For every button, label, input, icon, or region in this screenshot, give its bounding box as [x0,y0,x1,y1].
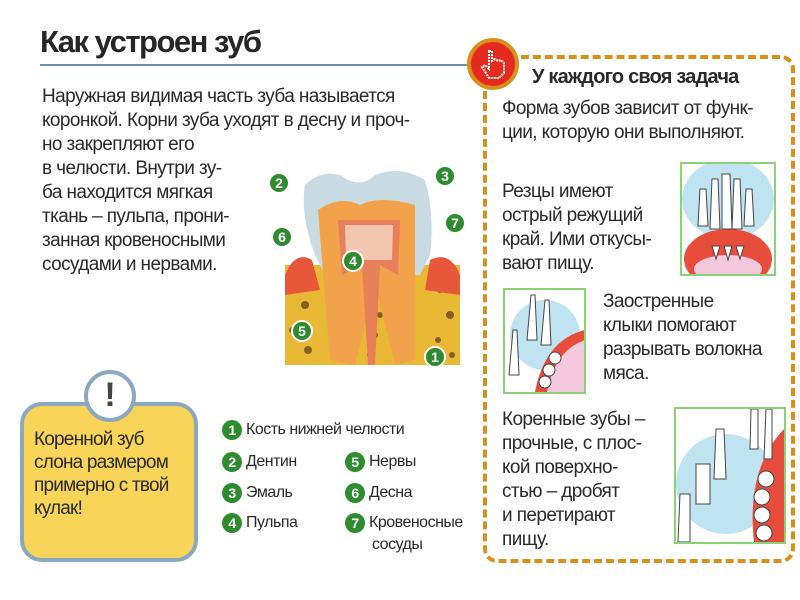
molars-illustration [674,407,786,544]
legend-label: Нервы [369,453,416,471]
fact-line: примерно с твой [34,475,169,496]
intro-line: в челюсти. Внутри зу- [42,158,222,179]
canines-text: клыки помогают [603,315,737,336]
callout-7: 7 [444,212,466,234]
molars-text: и перетирают [502,505,616,526]
callout-4: 4 [342,250,364,272]
molars-text: Коренные зубы – [502,409,645,430]
canines-text: разрывать волокна [603,339,762,360]
legend-number: 3 [222,483,242,503]
intro-line: коронкой. Корни зуба уходят в десну и пр… [42,110,410,131]
molars-text: кой поверхно- [502,457,618,478]
intro-line: Наружная видимая часть зуба называется [42,86,395,107]
intro-line: занная кровеносными [42,230,226,251]
fact-line: слона размером [34,452,169,473]
legend-number: 4 [222,513,242,533]
legend-number: 2 [222,452,242,472]
callout-6: 6 [271,226,293,248]
intro-line: но закрепляют его [42,134,195,155]
intro-line: ткань – пульпа, прони- [42,206,230,227]
sidebar-heading: У каждого своя задача [532,66,739,88]
fact-line: Коренной зуб [34,429,145,450]
fact-box [20,402,198,562]
molars-text: прочные, с плос- [502,433,642,454]
legend-number: 1 [222,420,242,440]
legend-number: 5 [345,452,365,472]
sidebar-intro-line: Форма зубов зависит от функ- [502,98,754,119]
title-divider [40,64,480,66]
legend-label: Эмаль [246,484,293,502]
page-title: Как устроен зуб [40,24,262,59]
incisors-illustration [680,162,776,276]
incisors-text: Резцы имеют [502,181,613,202]
canines-text: Заостренные [603,291,714,312]
legend-label-continued: сосуды [372,536,423,553]
legend-label: Десна [369,484,412,502]
legend-label: Дентин [246,453,297,471]
incisors-text: острый режущий [502,205,643,226]
callout-1: 1 [424,346,446,368]
fact-text: Коренной зуб слона размером примерно с т… [34,428,169,520]
sidebar-intro-line: ции, которую они выполняют. [502,122,745,143]
exclamation-icon: ! [84,370,136,422]
legend-label: Пульпа [246,514,298,532]
callout-5: 5 [291,320,313,342]
legend-number: 6 [345,483,365,503]
incisors-text: вают пищу. [502,253,594,274]
legend-label: Кость нижней челюсти [246,421,405,439]
canines-illustration [503,288,586,394]
pointing-hand-icon [467,38,519,90]
fact-line: кулак! [34,498,83,519]
intro-line: ба находится мягкая [42,182,213,203]
callout-3: 3 [434,165,456,187]
canines-text: мяса. [603,363,649,384]
intro-line: сосудами и нервами. [42,254,217,275]
molars-text: пищу. [502,529,549,550]
incisors-text: край. Ими откусы- [502,229,652,250]
tooth-cross-section-illustration [285,171,460,365]
legend-label: Кровеносные [369,514,463,532]
sidebar-box [483,55,795,563]
callout-2: 2 [268,172,290,194]
molars-text: стью – дробят [502,481,620,502]
legend-number: 7 [345,513,365,533]
